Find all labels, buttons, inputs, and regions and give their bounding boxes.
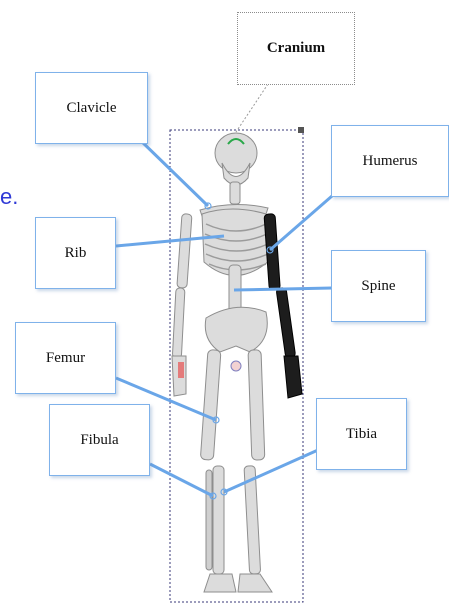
clavicle-label-box[interactable]: Clavicle	[35, 72, 148, 144]
right-hand	[284, 356, 302, 398]
left-fibula	[206, 470, 212, 570]
clavicle-label: Clavicle	[67, 100, 117, 117]
tibia-label: Tibia	[346, 426, 377, 443]
right-femur	[248, 350, 265, 460]
cranium-label: Cranium	[267, 40, 325, 57]
cranium-leader	[236, 84, 268, 132]
left-forearm	[172, 288, 185, 358]
femur-label-box[interactable]: Femur	[15, 322, 116, 394]
cervical-spine	[230, 182, 240, 204]
rib-label-box[interactable]: Rib	[35, 217, 116, 289]
left-femur	[200, 350, 221, 461]
left-humerus	[177, 214, 192, 289]
right-forearm	[276, 287, 296, 358]
hand-highlight	[178, 362, 184, 378]
stray-text-fragment: e.	[0, 184, 18, 210]
humerus-label: Humerus	[363, 153, 418, 170]
fibula-label-box[interactable]: Fibula	[49, 404, 150, 476]
right-foot	[238, 574, 272, 592]
femur-label: Femur	[46, 350, 85, 367]
humerus-label-box[interactable]: Humerus	[331, 125, 449, 197]
fibula-label: Fibula	[80, 432, 118, 449]
spine-label: Spine	[361, 278, 395, 295]
tibia-label-box[interactable]: Tibia	[316, 398, 407, 470]
spine-label-box[interactable]: Spine	[331, 250, 426, 322]
pelvis-marker	[231, 361, 241, 371]
left-foot	[204, 574, 236, 592]
pelvis	[205, 307, 267, 352]
left-tibia	[213, 466, 224, 574]
cranium-label-box[interactable]: Cranium	[237, 12, 355, 85]
resize-handle	[298, 127, 304, 133]
rib-label: Rib	[65, 245, 87, 262]
